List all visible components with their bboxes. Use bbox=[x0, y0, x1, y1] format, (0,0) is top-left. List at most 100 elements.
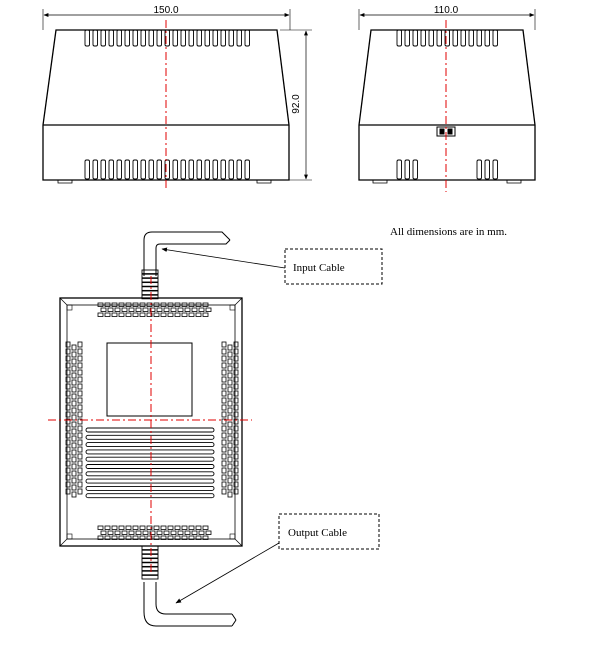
grid-hole bbox=[65, 460, 71, 467]
grid-hole bbox=[233, 411, 239, 418]
grid-hole bbox=[233, 348, 239, 355]
grid-hole bbox=[135, 307, 142, 312]
grid-hole bbox=[77, 376, 83, 383]
input-cable-label: Input Cable bbox=[293, 262, 345, 274]
vent-slot bbox=[116, 159, 122, 180]
grid-hole bbox=[77, 460, 83, 467]
strain-relief-ring bbox=[141, 566, 159, 572]
grid-hole bbox=[188, 535, 195, 540]
grid-hole bbox=[198, 307, 205, 312]
vent-slot bbox=[140, 159, 146, 180]
grid-hole bbox=[71, 435, 77, 442]
grid-hole bbox=[104, 302, 111, 307]
strain-relief-ring bbox=[141, 290, 159, 296]
side-view: 110.0 bbox=[358, 5, 536, 192]
strain-relief-ring bbox=[141, 574, 159, 580]
grid-hole bbox=[167, 525, 174, 530]
grid-hole bbox=[170, 307, 177, 312]
side-housing-outline bbox=[358, 29, 536, 181]
vent-slot bbox=[220, 159, 226, 180]
bottom-edge-vents bbox=[97, 525, 212, 540]
grid-hole bbox=[156, 530, 163, 535]
grid-hole bbox=[221, 439, 227, 446]
grid-hole bbox=[65, 488, 71, 495]
strain-relief-ring bbox=[141, 273, 159, 279]
grid-hole bbox=[114, 530, 121, 535]
grid-hole bbox=[233, 376, 239, 383]
top-view bbox=[48, 231, 252, 627]
grid-hole bbox=[221, 488, 227, 495]
grid-hole bbox=[227, 379, 233, 386]
grid-hole bbox=[160, 302, 167, 307]
grid-hole bbox=[65, 369, 71, 376]
grid-hole bbox=[77, 425, 83, 432]
grid-hole bbox=[233, 460, 239, 467]
grid-hole bbox=[77, 348, 83, 355]
grid-hole bbox=[139, 535, 146, 540]
vent-slot bbox=[236, 29, 242, 47]
grid-hole bbox=[233, 369, 239, 376]
grid-hole bbox=[128, 307, 135, 312]
grid-hole bbox=[227, 365, 233, 372]
grid-hole bbox=[227, 344, 233, 351]
vent-slot bbox=[100, 29, 106, 47]
grid-hole bbox=[227, 470, 233, 477]
slot-vent bbox=[85, 464, 215, 469]
vent-slot bbox=[204, 29, 210, 47]
grid-hole bbox=[65, 474, 71, 481]
vent-slot bbox=[476, 29, 482, 47]
grid-hole bbox=[174, 525, 181, 530]
grid-hole bbox=[227, 351, 233, 358]
vent-slot bbox=[156, 159, 162, 180]
grid-hole bbox=[146, 535, 153, 540]
vent-slot bbox=[196, 29, 202, 47]
vent-slot bbox=[420, 29, 426, 47]
vent-slot bbox=[172, 159, 178, 180]
grid-hole bbox=[191, 307, 198, 312]
vent-slot bbox=[492, 29, 498, 47]
grid-hole bbox=[227, 442, 233, 449]
grid-hole bbox=[71, 484, 77, 491]
strain-relief-ring bbox=[141, 545, 159, 551]
vent-slot bbox=[92, 29, 98, 47]
grid-hole bbox=[227, 358, 233, 365]
grid-hole bbox=[181, 525, 188, 530]
grid-hole bbox=[125, 535, 132, 540]
grid-hole bbox=[77, 341, 83, 348]
vent-slot bbox=[180, 159, 186, 180]
label-plate bbox=[106, 342, 193, 417]
vent-slot bbox=[436, 29, 442, 47]
grid-hole bbox=[149, 307, 156, 312]
output-cable bbox=[141, 545, 237, 627]
grid-hole bbox=[188, 312, 195, 317]
grid-hole bbox=[184, 530, 191, 535]
grid-hole bbox=[227, 456, 233, 463]
grid-hole bbox=[125, 525, 132, 530]
grid-hole bbox=[174, 302, 181, 307]
grid-hole bbox=[233, 418, 239, 425]
height-dimension: 92.0 bbox=[280, 29, 312, 181]
grid-hole bbox=[167, 312, 174, 317]
front-width-dimension: 150.0 bbox=[42, 5, 291, 30]
grid-hole bbox=[77, 355, 83, 362]
grid-hole bbox=[146, 302, 153, 307]
vent-slot bbox=[212, 29, 218, 47]
grid-hole bbox=[205, 530, 212, 535]
grid-hole bbox=[170, 530, 177, 535]
grid-hole bbox=[71, 386, 77, 393]
vent-slot bbox=[452, 29, 458, 47]
grid-hole bbox=[142, 307, 149, 312]
grid-hole bbox=[118, 525, 125, 530]
grid-hole bbox=[111, 312, 118, 317]
grid-hole bbox=[65, 467, 71, 474]
grid-hole bbox=[71, 393, 77, 400]
vent-slot bbox=[100, 159, 106, 180]
vent-slot bbox=[132, 159, 138, 180]
grid-hole bbox=[107, 307, 114, 312]
grid-hole bbox=[97, 525, 104, 530]
grid-hole bbox=[77, 446, 83, 453]
vent-slot bbox=[404, 159, 410, 180]
vent-slot bbox=[132, 29, 138, 47]
grid-hole bbox=[132, 525, 139, 530]
grid-hole bbox=[233, 453, 239, 460]
